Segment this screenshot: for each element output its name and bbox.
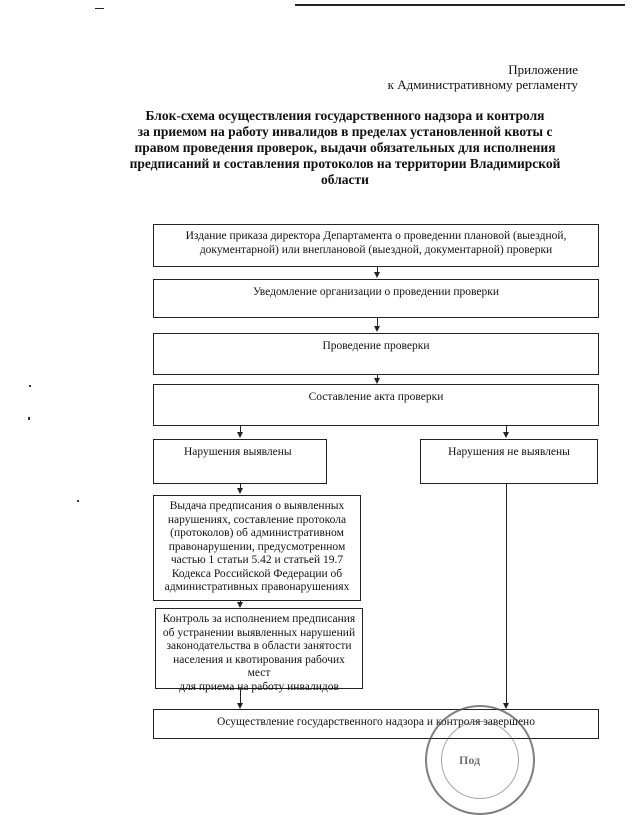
final-text: Осуществление государственного надзора и… [217,716,535,728]
scan-mark-top-left [95,8,104,9]
prescription-line: Кодекса Российской Федерации об [171,567,343,580]
step-notification-text: Уведомление организации о проведении про… [252,286,500,298]
scan-dot [28,417,30,420]
seal-inner-ring [441,721,519,799]
scan-dot [29,385,31,387]
violations-not-found-text: Нарушения не выявлены [448,446,570,458]
step-act-box: Составление акта проверки [153,384,599,426]
page-title: Блок-схема осуществления государственног… [110,108,580,188]
title-line: предписаний и составления протоколов на … [129,156,561,171]
step-act-text: Составление акта проверки [308,391,444,403]
step-order-line: документарной) или внеплановой (выездной… [199,243,553,256]
prescription-line: частью 1 статьи 5.42 и статьей 19.7 [170,554,344,566]
prescription-line: (протоколов) об административном [170,527,344,539]
arrow-down [503,432,509,438]
control-line: об устранении выявленных нарушений [162,626,356,639]
title-line: области [321,172,369,187]
connector [377,318,378,327]
connector-left [240,426,241,432]
violations-found-box: Нарушения выявлены [153,439,327,484]
connector-right-long [506,484,507,704]
step-order-line: Издание приказа директора Департамента о… [185,230,567,242]
prescription-box: Выдача предписания о выявленных нарушени… [153,495,361,601]
prescription-line: Выдача предписания о выявленных [169,500,345,512]
control-line: Контроль за исполнением предписания [162,613,356,625]
title-line: за приемом на работу инвалидов в предела… [137,124,553,139]
step-notification-box: Уведомление организации о проведении про… [153,279,599,318]
step-inspection-box: Проведение проверки [153,333,599,375]
arrow-down [374,378,380,384]
step-inspection-text: Проведение проверки [322,340,430,352]
step-order-box: Издание приказа директора Департамента о… [153,224,599,267]
connector [240,689,241,704]
appendix-header: Приложение к Административному регламент… [278,62,578,92]
arrow-down [237,602,243,608]
connector [377,267,378,273]
arrow-down [237,703,243,709]
final-box: Осуществление государственного надзора и… [153,709,599,739]
control-line: законодательства в области занятости [166,640,352,652]
control-box: Контроль за исполнением предписания об у… [155,608,363,693]
scan-mark-top-right [295,4,625,6]
prescription-line: административных правонарушениях [164,581,350,593]
seal-stamp: Под [425,705,535,815]
connector-right [506,426,507,432]
connector [377,375,378,379]
connector [240,484,241,489]
arrow-down [503,703,509,709]
arrow-down [237,488,243,494]
title-line: Блок-схема осуществления государственног… [145,108,545,123]
violations-found-text: Нарушения выявлены [184,446,292,458]
prescription-line: нарушениях, составление протокола [167,513,347,526]
violations-not-found-box: Нарушения не выявлены [420,439,598,484]
prescription-line: правонарушении, предусмотренном [168,540,346,553]
arrow-down [374,326,380,332]
seal-text: Под [459,753,481,767]
arrow-down [237,432,243,438]
scan-dot [77,500,79,502]
arrow-down [374,272,380,278]
control-line: для приема на работу инвалидов [179,680,339,693]
appendix-line-1: Приложение [508,62,578,77]
title-line: правом проведения проверок, выдачи обяза… [134,140,556,155]
control-line: населения и квотирования рабочих мест [173,653,345,680]
appendix-line-2: к Административному регламенту [387,77,578,92]
